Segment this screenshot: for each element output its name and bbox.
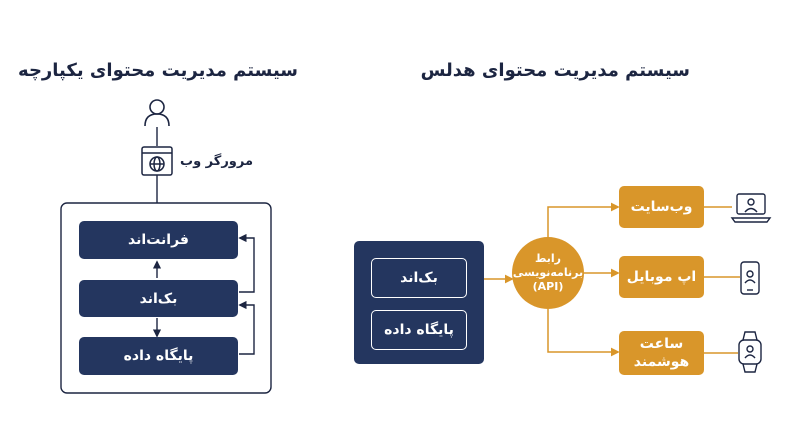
user-icon — [144, 99, 170, 127]
headless-database-box: پایگاه داده — [371, 310, 467, 350]
mobile-app-box: اپ موبایل — [619, 256, 704, 298]
headless-cms-title: سیستم مدیریت محتوای هدلس — [420, 60, 690, 81]
backend-box: بک‌اند — [79, 280, 238, 317]
smartwatch-box: ساعت هوشمند — [619, 331, 704, 375]
api-label-line1: رابط — [534, 252, 561, 266]
database-box: پایگاه داده — [79, 337, 238, 375]
api-label-line2: برنامه‌نویسی — [512, 266, 584, 280]
api-label-line3: (API) — [532, 279, 564, 293]
browser-label: مرورگر وب — [180, 154, 254, 169]
smartwatch-label-line2: هوشمند — [633, 354, 690, 370]
smartwatch-label-line1: ساعت — [639, 335, 684, 352]
headless-backend-box: بک‌اند — [371, 258, 467, 298]
frontend-box: فرانت‌اند — [79, 221, 238, 259]
website-box: وب‌سایت — [619, 186, 704, 228]
phone-user-icon — [740, 261, 760, 295]
watch-user-icon — [738, 331, 762, 373]
api-circle: رابط برنامه‌نویسی (API) — [512, 237, 584, 309]
monolithic-cms-title: سیستم مدیریت محتوای یکپارچه — [18, 60, 298, 81]
laptop-user-icon — [730, 193, 772, 223]
browser-globe-icon — [141, 146, 173, 176]
